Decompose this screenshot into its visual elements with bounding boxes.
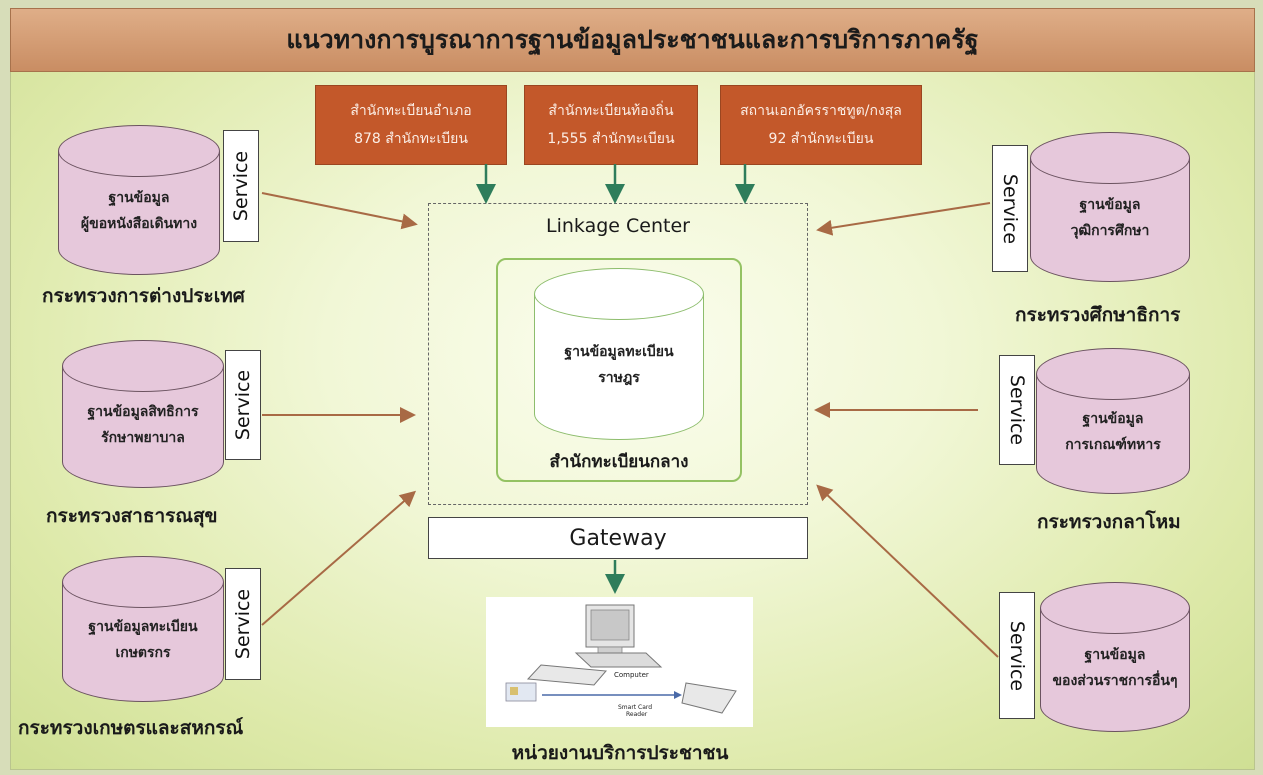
arrow-left-3 <box>261 490 417 626</box>
database-passport: ฐานข้อมูลผู้ขอหนังสือเดินทาง <box>58 125 220 275</box>
ministry-public-health: กระทรวงสาธารณสุข <box>46 505 218 527</box>
db-label: ฐานข้อมูลทะเบียน <box>88 619 198 635</box>
db-label: ฐานข้อมูล <box>1079 197 1141 213</box>
db-label: รักษาพยาบาล <box>101 430 185 446</box>
card-reader-icon <box>681 682 737 714</box>
service-box: Service <box>225 350 261 460</box>
reader-label: Reader <box>626 711 648 718</box>
database-education: ฐานข้อมูลวุฒิการศึกษา <box>1030 132 1190 282</box>
service-box: Service <box>999 355 1035 465</box>
db-label: การเกณฑ์ทหาร <box>1065 437 1161 453</box>
db-label: ผู้ขอหนังสือเดินทาง <box>80 216 198 232</box>
computer-label: Computer <box>614 671 649 679</box>
db-label: ราษฎร <box>598 370 640 386</box>
central-registry-box <box>496 258 742 482</box>
db-label: ของส่วนราชการอื่นๆ <box>1052 673 1178 689</box>
arrow-left-1 <box>261 192 418 230</box>
database-other-agencies: ฐานข้อมูลของส่วนราชการอื่นๆ <box>1040 582 1190 732</box>
database-farmer: ฐานข้อมูลทะเบียนเกษตรกร <box>62 556 224 702</box>
office-count: 878 สำนักทะเบียน <box>354 131 468 147</box>
db-label: ฐานข้อมูล <box>108 190 170 206</box>
office-name: สำนักทะเบียนท้องถิ่น <box>548 103 674 119</box>
service-box: Service <box>992 145 1028 272</box>
central-database: ฐานข้อมูลทะเบียนราษฎร <box>534 268 704 440</box>
service-device-illustration: Computer Smart Card Reader <box>486 597 753 727</box>
db-label: ฐานข้อมูลทะเบียน <box>564 344 674 360</box>
db-label: ฐานข้อมูล <box>1084 647 1146 663</box>
db-label: วุฒิการศึกษา <box>1070 223 1150 239</box>
ministry-foreign-affairs: กระทรวงการต่างประเทศ <box>42 285 245 307</box>
service-unit-label: หน่วยงานบริการประชาชน <box>511 742 729 764</box>
arrow-right-3 <box>816 484 999 658</box>
database-health: ฐานข้อมูลสิทธิการรักษาพยาบาล <box>62 340 224 488</box>
office-box-local: สำนักทะเบียนท้องถิ่น 1,555 สำนักทะเบียน <box>524 85 698 165</box>
ministry-agriculture: กระทรวงเกษตรและสหกรณ์ <box>18 717 244 739</box>
service-box: Service <box>225 568 261 680</box>
office-box-district: สำนักทะเบียนอำเภอ 878 สำนักทะเบียน <box>315 85 507 165</box>
database-military: ฐานข้อมูลการเกณฑ์ทหาร <box>1036 348 1190 494</box>
ministry-education: กระทรวงศึกษาธิการ <box>1015 304 1181 326</box>
office-count: 1,555 สำนักทะเบียน <box>547 131 675 147</box>
db-label: ฐานข้อมูล <box>1082 411 1144 427</box>
central-registration-office: สำนักทะเบียนกลาง <box>549 452 689 472</box>
service-box: Service <box>223 130 259 242</box>
ministry-defence: กระทรวงกลาโหม <box>1037 511 1181 533</box>
db-label: เกษตรกร <box>115 645 171 661</box>
db-label: ฐานข้อมูลสิทธิการ <box>87 404 199 420</box>
reader-label: Smart Card <box>618 704 652 711</box>
office-name: สถานเอกอัครราชทูต/กงสุล <box>740 103 902 119</box>
diagram-title: แนวทางการบูรณาการฐานข้อมูลประชาชนและการบ… <box>10 8 1255 72</box>
office-count: 92 สำนักทะเบียน <box>768 131 874 147</box>
linkage-center-title: Linkage Center <box>546 215 690 237</box>
office-box-embassy: สถานเอกอัครราชทูต/กงสุล 92 สำนักทะเบียน <box>720 85 922 165</box>
office-name: สำนักทะเบียนอำเภอ <box>350 103 472 119</box>
service-box: Service <box>999 592 1035 719</box>
arrow-right-1 <box>816 202 991 236</box>
gateway-box: Gateway <box>428 517 808 559</box>
